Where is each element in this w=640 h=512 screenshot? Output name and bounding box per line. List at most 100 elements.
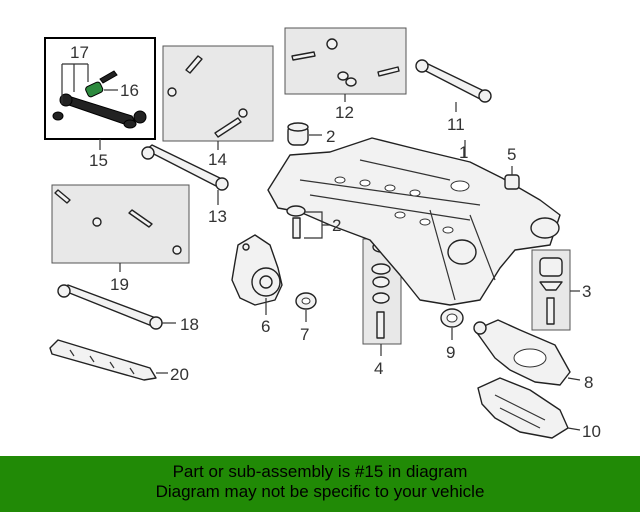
part-2-lower[interactable] <box>286 205 330 239</box>
callout-10: 10 <box>582 422 601 441</box>
part-20-brace[interactable] <box>49 339 168 381</box>
box-12-washer-1 <box>337 71 349 81</box>
callout-11: 11 <box>447 115 465 134</box>
part-15-bushing-right <box>133 110 147 124</box>
callout-20: 20 <box>170 365 189 384</box>
part-18-arm[interactable] <box>57 284 176 330</box>
part-9-hole <box>446 313 458 323</box>
part-7-bushing[interactable] <box>295 292 317 322</box>
part-2-upper[interactable] <box>287 122 322 146</box>
box-3-bracket <box>539 281 563 291</box>
box-19-bolt-2 <box>128 209 153 228</box>
callout-2b: 2 <box>332 216 341 235</box>
subframe-rail <box>429 209 496 301</box>
part-20-body <box>49 339 157 381</box>
part-11-arm <box>419 63 487 101</box>
part-5-body <box>504 174 520 190</box>
part-11-upper-arm[interactable] <box>415 59 492 112</box>
box-4-mount-3 <box>372 276 390 288</box>
part-10-ribs <box>494 394 546 429</box>
box-19-frame <box>51 184 190 264</box>
info-banner: Part or sub-assembly is #15 in diagram D… <box>0 456 640 512</box>
part-9-bushing[interactable] <box>440 308 464 340</box>
part-15-highlight-group[interactable] <box>44 37 156 150</box>
box-14-bolt <box>185 55 203 74</box>
callout-12: 12 <box>335 103 354 122</box>
part-2-lower-leader <box>304 211 330 239</box>
callout-8: 8 <box>584 373 593 392</box>
callout-17-leader <box>61 63 89 104</box>
part-2-lower-washer <box>286 205 306 217</box>
part-11-eye-1 <box>415 59 429 73</box>
part-7-hole <box>301 297 311 305</box>
part-5-bushing[interactable] <box>504 166 520 190</box>
callout-labels: 1 2 2 3 4 5 6 7 8 9 10 11 12 13 14 15 16… <box>70 43 601 441</box>
box-12[interactable] <box>284 27 407 102</box>
callout-13: 13 <box>208 207 227 226</box>
part-10-shield[interactable] <box>477 377 581 439</box>
box-14-nut <box>167 87 177 97</box>
callout-5: 5 <box>507 145 516 164</box>
knuckle-hub-center <box>259 275 273 289</box>
part-18-body <box>61 284 157 327</box>
box-12-bolt <box>291 51 316 61</box>
callout-19: 19 <box>110 275 129 294</box>
part-1-subframe[interactable] <box>267 137 561 306</box>
box-3[interactable] <box>531 249 580 331</box>
callout-14: 14 <box>208 150 227 169</box>
part-6-knuckle[interactable] <box>231 234 283 315</box>
parts-diagram: 1 2 2 3 4 5 6 7 8 9 10 11 12 13 14 15 16… <box>44 27 601 441</box>
callout-3: 3 <box>582 282 591 301</box>
subframe-holes <box>334 176 470 234</box>
part-13-arm[interactable] <box>141 144 229 205</box>
part-8-cutout <box>513 348 547 368</box>
box-14-bolt-2 <box>214 117 242 138</box>
callout-1: 1 <box>459 143 468 162</box>
box-19[interactable] <box>51 184 190 272</box>
part-13-eye-2 <box>215 177 229 191</box>
box-12-nut <box>326 38 338 50</box>
part-18-eye-1 <box>57 284 71 298</box>
part-16-bolt <box>99 70 118 84</box>
box-3-bolt <box>546 297 555 325</box>
part-8-leader <box>567 377 581 381</box>
box-3-mount <box>539 257 563 277</box>
box-14[interactable] <box>162 45 274 150</box>
callout-16: 16 <box>120 81 139 100</box>
subframe-mount-rear <box>447 239 477 265</box>
part-16-bushing <box>85 81 104 98</box>
callout-15: 15 <box>89 151 108 170</box>
part-10-leader <box>567 427 581 431</box>
box-12-bolt-2 <box>377 66 400 77</box>
subframe-crossmember <box>299 159 481 221</box>
part-18-eye-2 <box>149 316 163 330</box>
callout-18: 18 <box>180 315 199 334</box>
knuckle-body <box>231 234 283 306</box>
callout-6: 6 <box>261 317 270 336</box>
part-8-eye <box>473 321 487 335</box>
banner-line-2: Diagram may not be specific to your vehi… <box>155 482 485 501</box>
box-4-mount-2 <box>371 263 391 275</box>
part-13-eye-1 <box>141 146 155 160</box>
part-2-upper-top <box>287 122 309 132</box>
part-15-bushing-left <box>59 93 73 107</box>
part-15-nut <box>52 111 64 121</box>
callout-4: 4 <box>374 359 383 378</box>
part-10-body <box>477 377 569 439</box>
callout-9: 9 <box>446 343 455 362</box>
box-14-frame <box>162 45 274 142</box>
part-2-lower-bolt <box>292 217 301 239</box>
part-15-washer <box>123 119 137 129</box>
banner-line-1: Part or sub-assembly is #15 in diagram <box>172 462 468 481</box>
part-11-eye-2 <box>478 89 492 103</box>
box-12-washer-2 <box>345 77 357 87</box>
box-19-bolt <box>54 189 71 204</box>
box-14-washer <box>238 108 248 118</box>
box-19-nut <box>92 217 102 227</box>
callout-7: 7 <box>300 325 309 344</box>
box-12-frame <box>284 27 407 95</box>
part-8-lower-arm[interactable] <box>473 319 581 386</box>
box-4-bolt <box>376 311 385 339</box>
knuckle-hole <box>242 243 250 251</box>
subframe-mount-right <box>530 217 560 239</box>
